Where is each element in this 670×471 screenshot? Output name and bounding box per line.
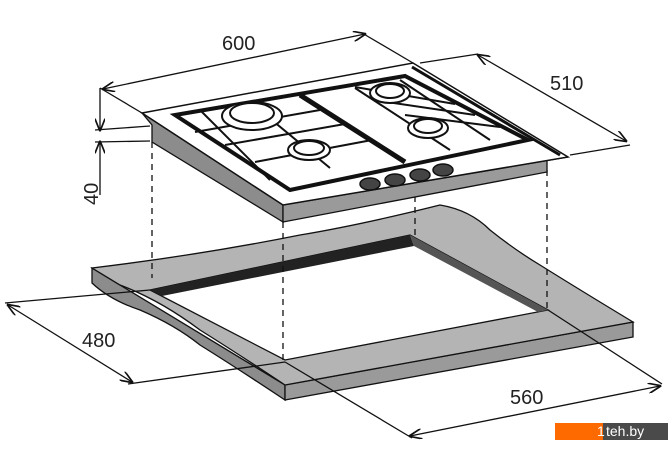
dimension-560: 560 [284,309,663,438]
dimension-480: 480 [4,289,286,385]
watermark-text: teh.by [606,423,644,439]
watermark-number: 1 [597,423,605,439]
countertop [90,204,635,402]
label-510: 510 [550,73,583,95]
dimension-510: 510 [419,54,631,156]
dimension-600: 600 [99,33,414,114]
burners [221,82,449,161]
label-600: 600 [222,33,255,55]
dimension-40: 40 [81,88,151,205]
label-40: 40 [81,183,103,205]
watermark-logo: 1 teh.by [555,423,668,440]
label-480: 480 [82,330,115,352]
control-knobs [359,163,454,191]
gas-hob [140,62,571,224]
label-560: 560 [510,387,543,409]
projection-lines [151,142,548,362]
